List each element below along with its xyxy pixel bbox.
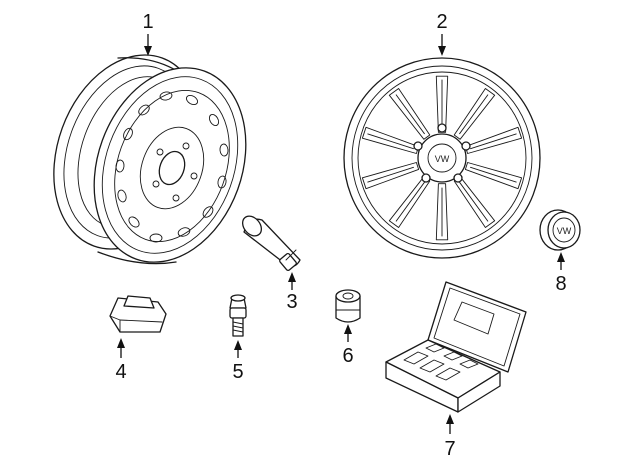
spoke-ridge <box>459 181 489 222</box>
center-cap-part-8[interactable]: VW <box>539 209 581 251</box>
spoke-ridge <box>459 94 489 135</box>
callout-number-4: 4 <box>115 361 126 383</box>
steel-wheel-part-1[interactable] <box>28 34 272 284</box>
callout-5: 5 <box>232 340 244 383</box>
callout-2: 2 <box>436 11 448 56</box>
callout-1: 1 <box>142 11 154 56</box>
spoke <box>435 183 449 241</box>
alloy-hub-logo: VW <box>435 154 450 164</box>
spoke-ridge <box>470 133 517 150</box>
spoke <box>361 162 420 190</box>
center-cap-logo: VW <box>557 226 572 236</box>
callout-number-7: 7 <box>444 438 455 460</box>
spoke-ridge <box>367 166 414 183</box>
spoke <box>464 162 523 190</box>
valve-stem-part-3[interactable] <box>239 212 301 272</box>
spoke-ridge <box>367 133 414 150</box>
callout-number-8: 8 <box>555 273 566 295</box>
callout-8: 8 <box>555 252 567 295</box>
vent-holes <box>115 91 229 243</box>
callout-number-3: 3 <box>286 291 297 313</box>
spoke-ridge <box>470 166 517 183</box>
spokes <box>361 75 523 241</box>
tpms-sensor-part-4[interactable] <box>109 295 167 333</box>
spoke <box>388 88 431 140</box>
alloy-wheel-part-2[interactable]: VW <box>343 57 541 259</box>
lock-nut-part-6[interactable] <box>335 289 361 323</box>
spoke <box>464 126 523 154</box>
tool-case-part-7[interactable] <box>385 281 527 413</box>
spoke <box>453 88 496 140</box>
callout-number-5: 5 <box>232 361 243 383</box>
callout-number-6: 6 <box>342 345 353 367</box>
callout-6: 6 <box>342 324 354 367</box>
callout-4: 4 <box>115 338 127 383</box>
callout-number-2: 2 <box>436 11 447 33</box>
spoke-ridge <box>395 94 425 135</box>
callout-number-1: 1 <box>142 11 153 33</box>
callout-7: 7 <box>444 414 456 460</box>
wheel-bolt-part-5[interactable] <box>229 294 247 337</box>
callout-3: 3 <box>286 272 298 313</box>
spoke-ridge <box>395 181 425 222</box>
